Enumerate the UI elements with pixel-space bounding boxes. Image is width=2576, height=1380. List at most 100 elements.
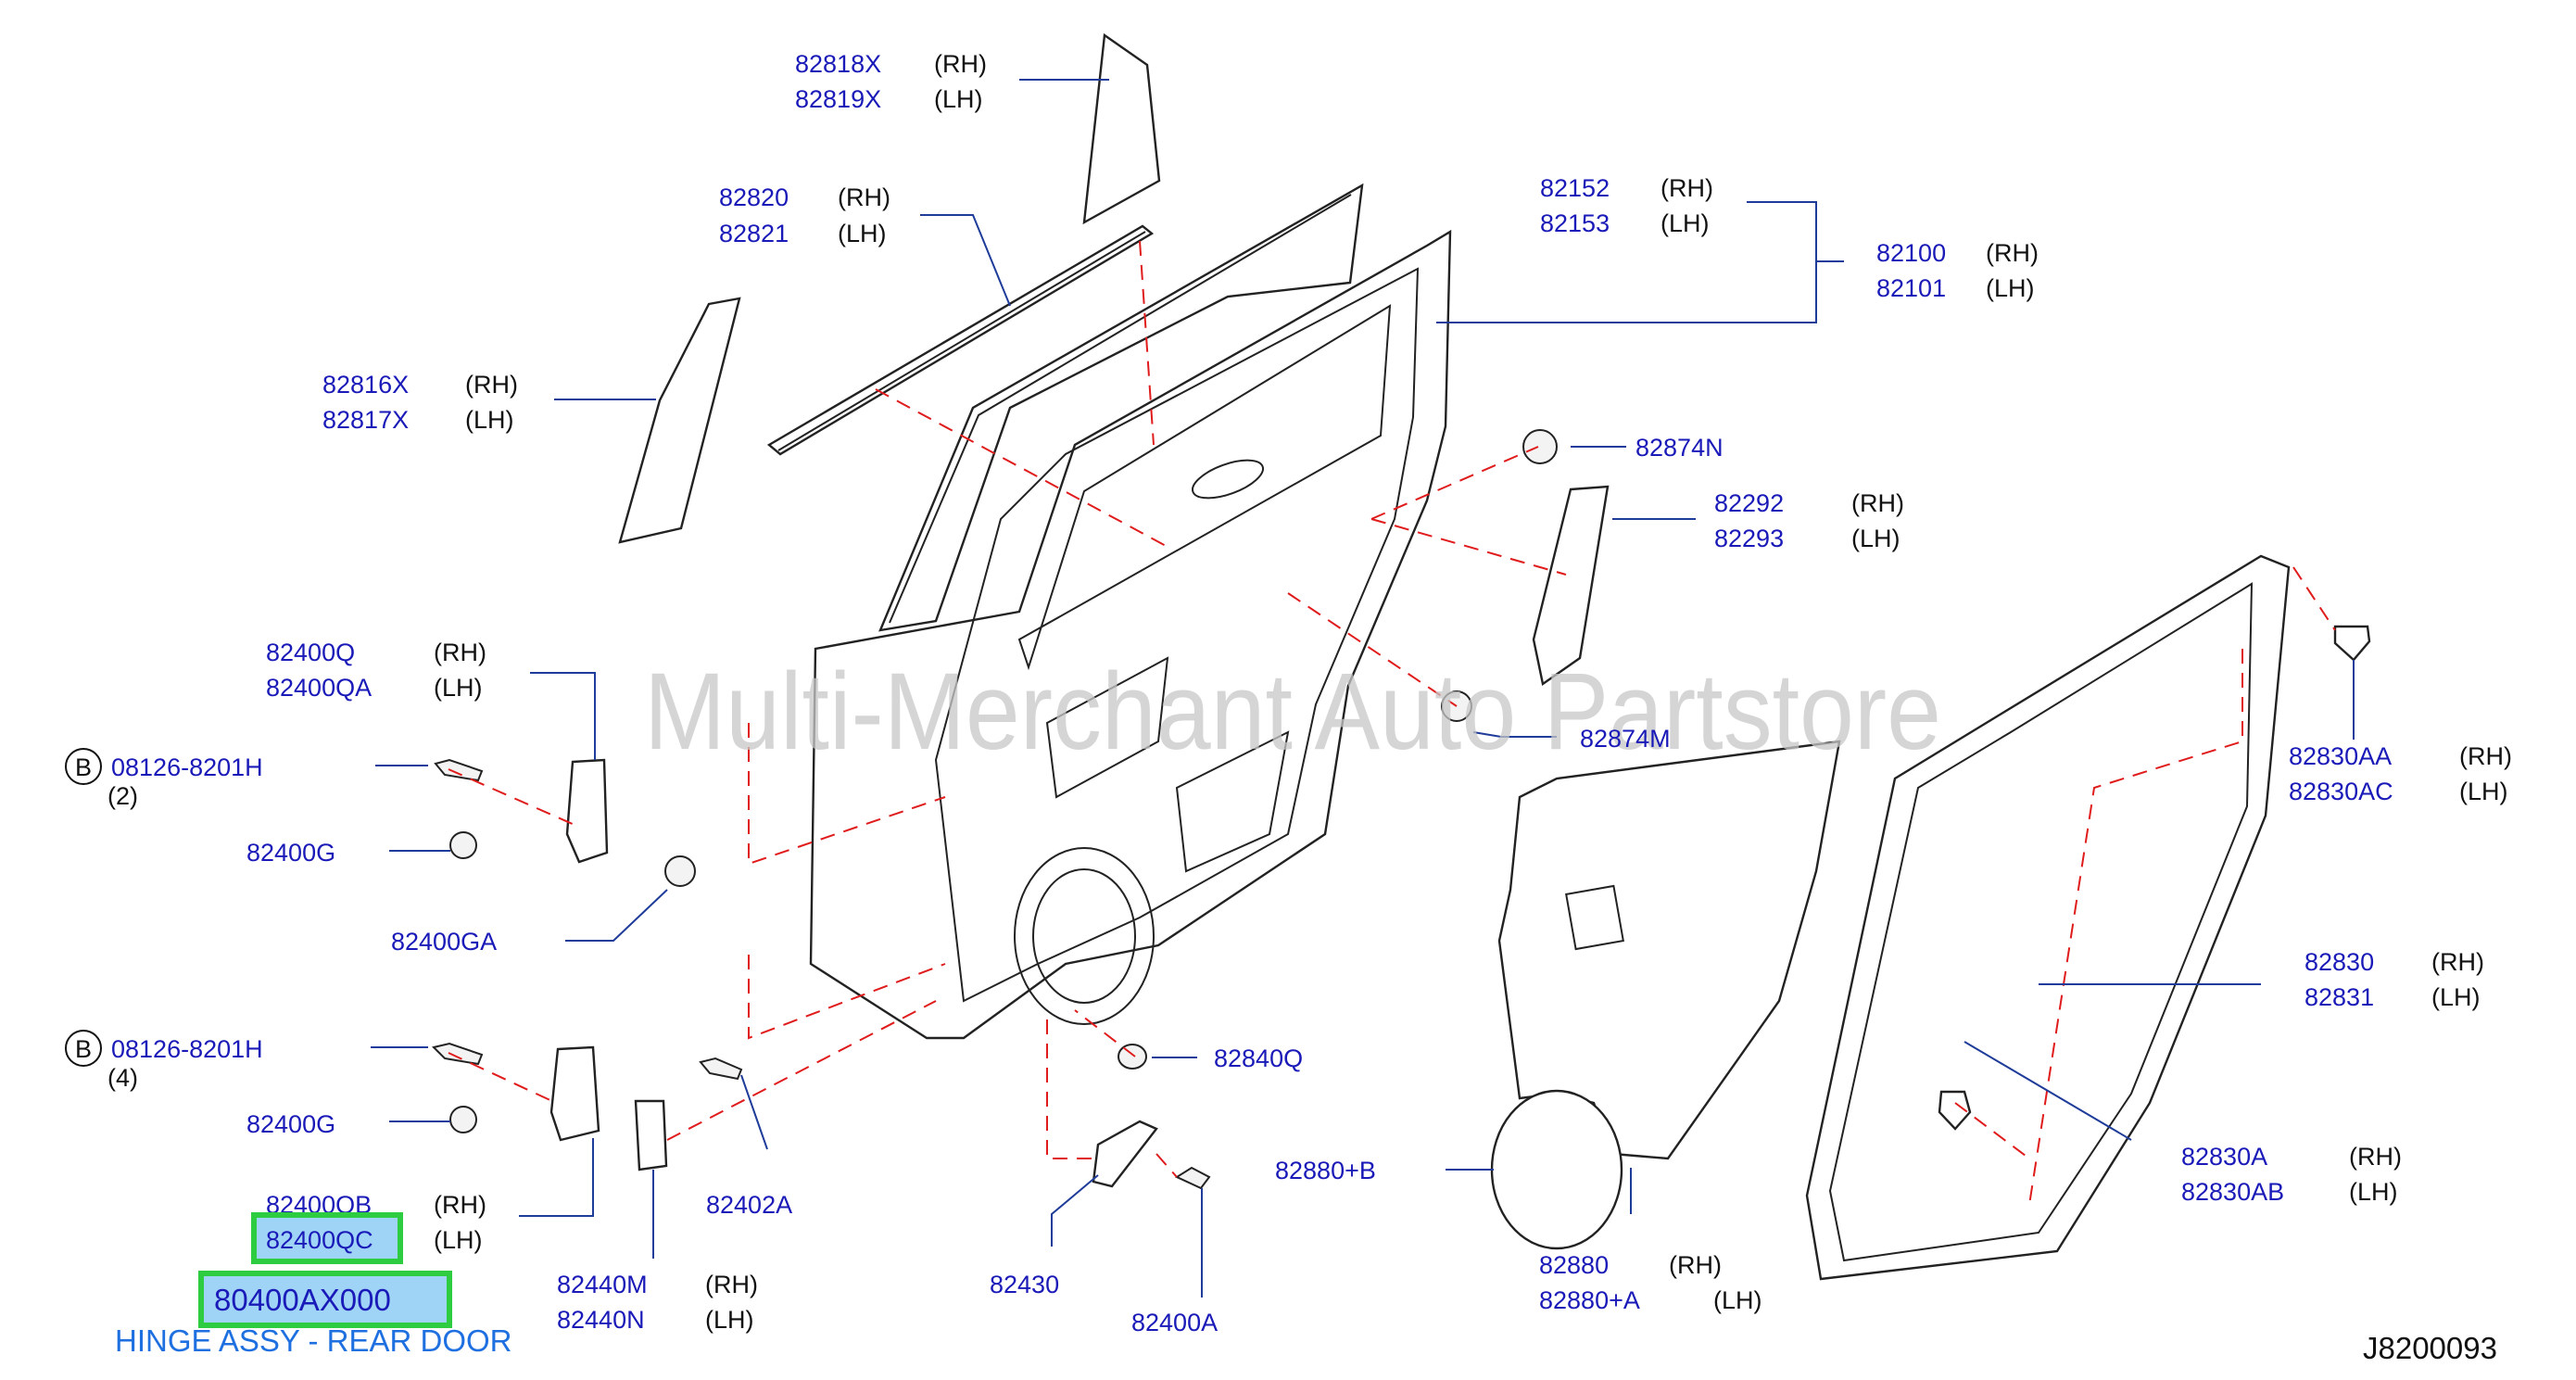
part-number[interactable]: 08126-8201H — [111, 1035, 263, 1063]
callout-bolt-lower[interactable]: B 08126-8201H (4) — [65, 1030, 263, 1092]
side-label: (LH) — [2459, 778, 2508, 805]
quantity: (2) — [107, 782, 138, 810]
callout-82874M[interactable]: 82874M — [1580, 725, 1671, 753]
side-label: (LH) — [934, 85, 983, 113]
part-number[interactable]: 82440M — [557, 1271, 648, 1298]
side-label: (RH) — [2431, 948, 2484, 976]
callout-82400QB[interactable]: 82400QB (RH) 82400QC (LH) — [251, 1191, 486, 1264]
handle-opening — [1192, 459, 1264, 500]
belt-moulding-detail — [777, 231, 1146, 451]
window-frame-inner — [889, 194, 1352, 624]
part-number[interactable]: 82153 — [1540, 209, 1610, 237]
door-lower-detail — [1175, 730, 1290, 873]
part-number[interactable]: 82831 — [2305, 983, 2374, 1011]
badge-letter: B — [75, 1035, 92, 1063]
callout-82874N[interactable]: 82874N — [1635, 434, 1724, 462]
part-number-highlighted[interactable]: 82400QC — [266, 1226, 373, 1254]
part-number[interactable]: 82874M — [1580, 725, 1671, 753]
callout-82820[interactable]: 82820 (RH) 82821 (LH) — [719, 184, 890, 247]
part-number[interactable]: 82440N — [557, 1306, 645, 1334]
callout-82830A[interactable]: 82830A (RH) 82830AB (LH) — [2181, 1143, 2402, 1206]
speaker-grille — [1490, 1089, 1623, 1250]
belt-moulding — [766, 224, 1155, 456]
quantity: (4) — [107, 1064, 138, 1092]
part-number[interactable]: 82820 — [719, 184, 789, 211]
part-number[interactable]: 82430 — [990, 1271, 1059, 1298]
callout-82840Q[interactable]: 82840Q — [1214, 1044, 1303, 1072]
part-number[interactable]: 82818X — [795, 50, 881, 78]
door-window-opening — [1017, 304, 1392, 671]
part-number[interactable]: 82101 — [1876, 274, 1946, 302]
callouts: 82818X (RH) 82819X (LH) 82820 (RH) 82821… — [65, 50, 2512, 1336]
part-number[interactable]: 82880 — [1539, 1251, 1609, 1279]
callout-82400G-upper[interactable]: 82400G — [246, 839, 335, 867]
part-number[interactable]: 82880+B — [1275, 1157, 1376, 1184]
side-label: (RH) — [705, 1271, 758, 1298]
callout-82100[interactable]: 82100 (RH) 82101 (LH) — [1876, 239, 2039, 302]
part-number[interactable]: 82400Q — [266, 639, 355, 666]
part-number[interactable]: 82819X — [795, 85, 881, 113]
part-number[interactable]: 82830AB — [2181, 1178, 2284, 1206]
callout-82400A[interactable]: 82400A — [1131, 1309, 1218, 1336]
side-label: (RH) — [1986, 239, 2039, 267]
pillar-trim-upper — [1082, 32, 1161, 225]
callout-82430[interactable]: 82430 — [990, 1271, 1059, 1298]
bolt-upper — [434, 758, 484, 782]
part-number[interactable]: 82400G — [246, 1110, 335, 1138]
side-label: (LH) — [705, 1306, 754, 1334]
callout-82880B[interactable]: 82880+B — [1275, 1157, 1376, 1184]
part-number[interactable]: 82840Q — [1214, 1044, 1303, 1072]
part-number[interactable]: 82100 — [1876, 239, 1946, 267]
side-label: (RH) — [838, 184, 890, 211]
part-number[interactable]: 82400QA — [266, 674, 372, 702]
part-number[interactable]: 82152 — [1540, 174, 1610, 202]
bolt-lower — [432, 1042, 484, 1066]
part-number[interactable]: 82400GA — [391, 928, 497, 956]
callout-82152[interactable]: 82152 (RH) 82153 (LH) — [1540, 174, 1713, 237]
callout-82400GA[interactable]: 82400GA — [391, 928, 497, 956]
callout-82402A[interactable]: 82402A — [706, 1191, 792, 1219]
callout-bolt-upper[interactable]: B 08126-8201H (2) — [65, 748, 263, 810]
callout-82830AA[interactable]: 82830AA (RH) 82830AC (LH) — [2289, 742, 2512, 805]
callout-82830[interactable]: 82830 (RH) 82831 (LH) — [2305, 948, 2484, 1011]
callout-82440M[interactable]: 82440M (RH) 82440N (LH) — [557, 1271, 758, 1334]
badge-circle — [65, 748, 102, 785]
side-label: (LH) — [434, 674, 483, 702]
part-number[interactable]: 82292 — [1714, 489, 1784, 517]
part-number[interactable]: 82816X — [322, 371, 409, 399]
part-number[interactable]: 82880+A — [1539, 1286, 1640, 1314]
part-number[interactable]: 08126-8201H — [111, 753, 263, 781]
weatherstrip-clip-lower — [1938, 1090, 1972, 1131]
part-number[interactable]: 82817X — [322, 406, 409, 434]
part-number[interactable]: 82874N — [1635, 434, 1724, 462]
assembly-part-number[interactable]: 80400AX000 — [214, 1283, 391, 1317]
highlighted-assembly[interactable]: 80400AX000 HINGE ASSY - REAR DOOR — [115, 1271, 511, 1358]
grommet-upper — [1522, 429, 1558, 464]
door-mid-detail — [1045, 656, 1169, 799]
diagram-code: J8200093 — [2363, 1331, 2497, 1365]
part-number[interactable]: 82400A — [1131, 1309, 1218, 1336]
illustrations — [432, 32, 2371, 1281]
callout-82400G-lower[interactable]: 82400G — [246, 1110, 335, 1138]
callout-82400Q[interactable]: 82400Q (RH) 82400QA (LH) — [266, 639, 486, 702]
side-label: (LH) — [1851, 525, 1900, 552]
weatherstrip-inner — [1828, 582, 2254, 1262]
part-number[interactable]: 82830A — [2181, 1143, 2267, 1171]
part-number[interactable]: 82821 — [719, 220, 789, 247]
nut-82400GA — [664, 855, 696, 887]
callout-82880[interactable]: 82880 (RH) 82880+A (LH) — [1539, 1251, 1762, 1314]
callout-82818X[interactable]: 82818X (RH) 82819X (LH) — [795, 50, 987, 113]
watermark: Multi-Merchant Auto Partstore — [644, 651, 1941, 773]
callout-82292[interactable]: 82292 (RH) 82293 (LH) — [1714, 489, 1904, 552]
part-number[interactable]: 82830 — [2305, 948, 2374, 976]
trim-board-pocket — [1565, 884, 1624, 951]
part-number[interactable]: 82293 — [1714, 525, 1784, 552]
part-number[interactable]: 82402A — [706, 1191, 792, 1219]
side-label: (RH) — [1661, 174, 1713, 202]
part-number[interactable]: 82830AC — [2289, 778, 2393, 805]
callout-82816X[interactable]: 82816X (RH) 82817X (LH) — [322, 371, 518, 434]
part-number[interactable]: 82830AA — [2289, 742, 2392, 770]
badge-circle — [65, 1030, 102, 1067]
part-number[interactable]: 82400G — [246, 839, 335, 867]
side-label: (LH) — [465, 406, 514, 434]
